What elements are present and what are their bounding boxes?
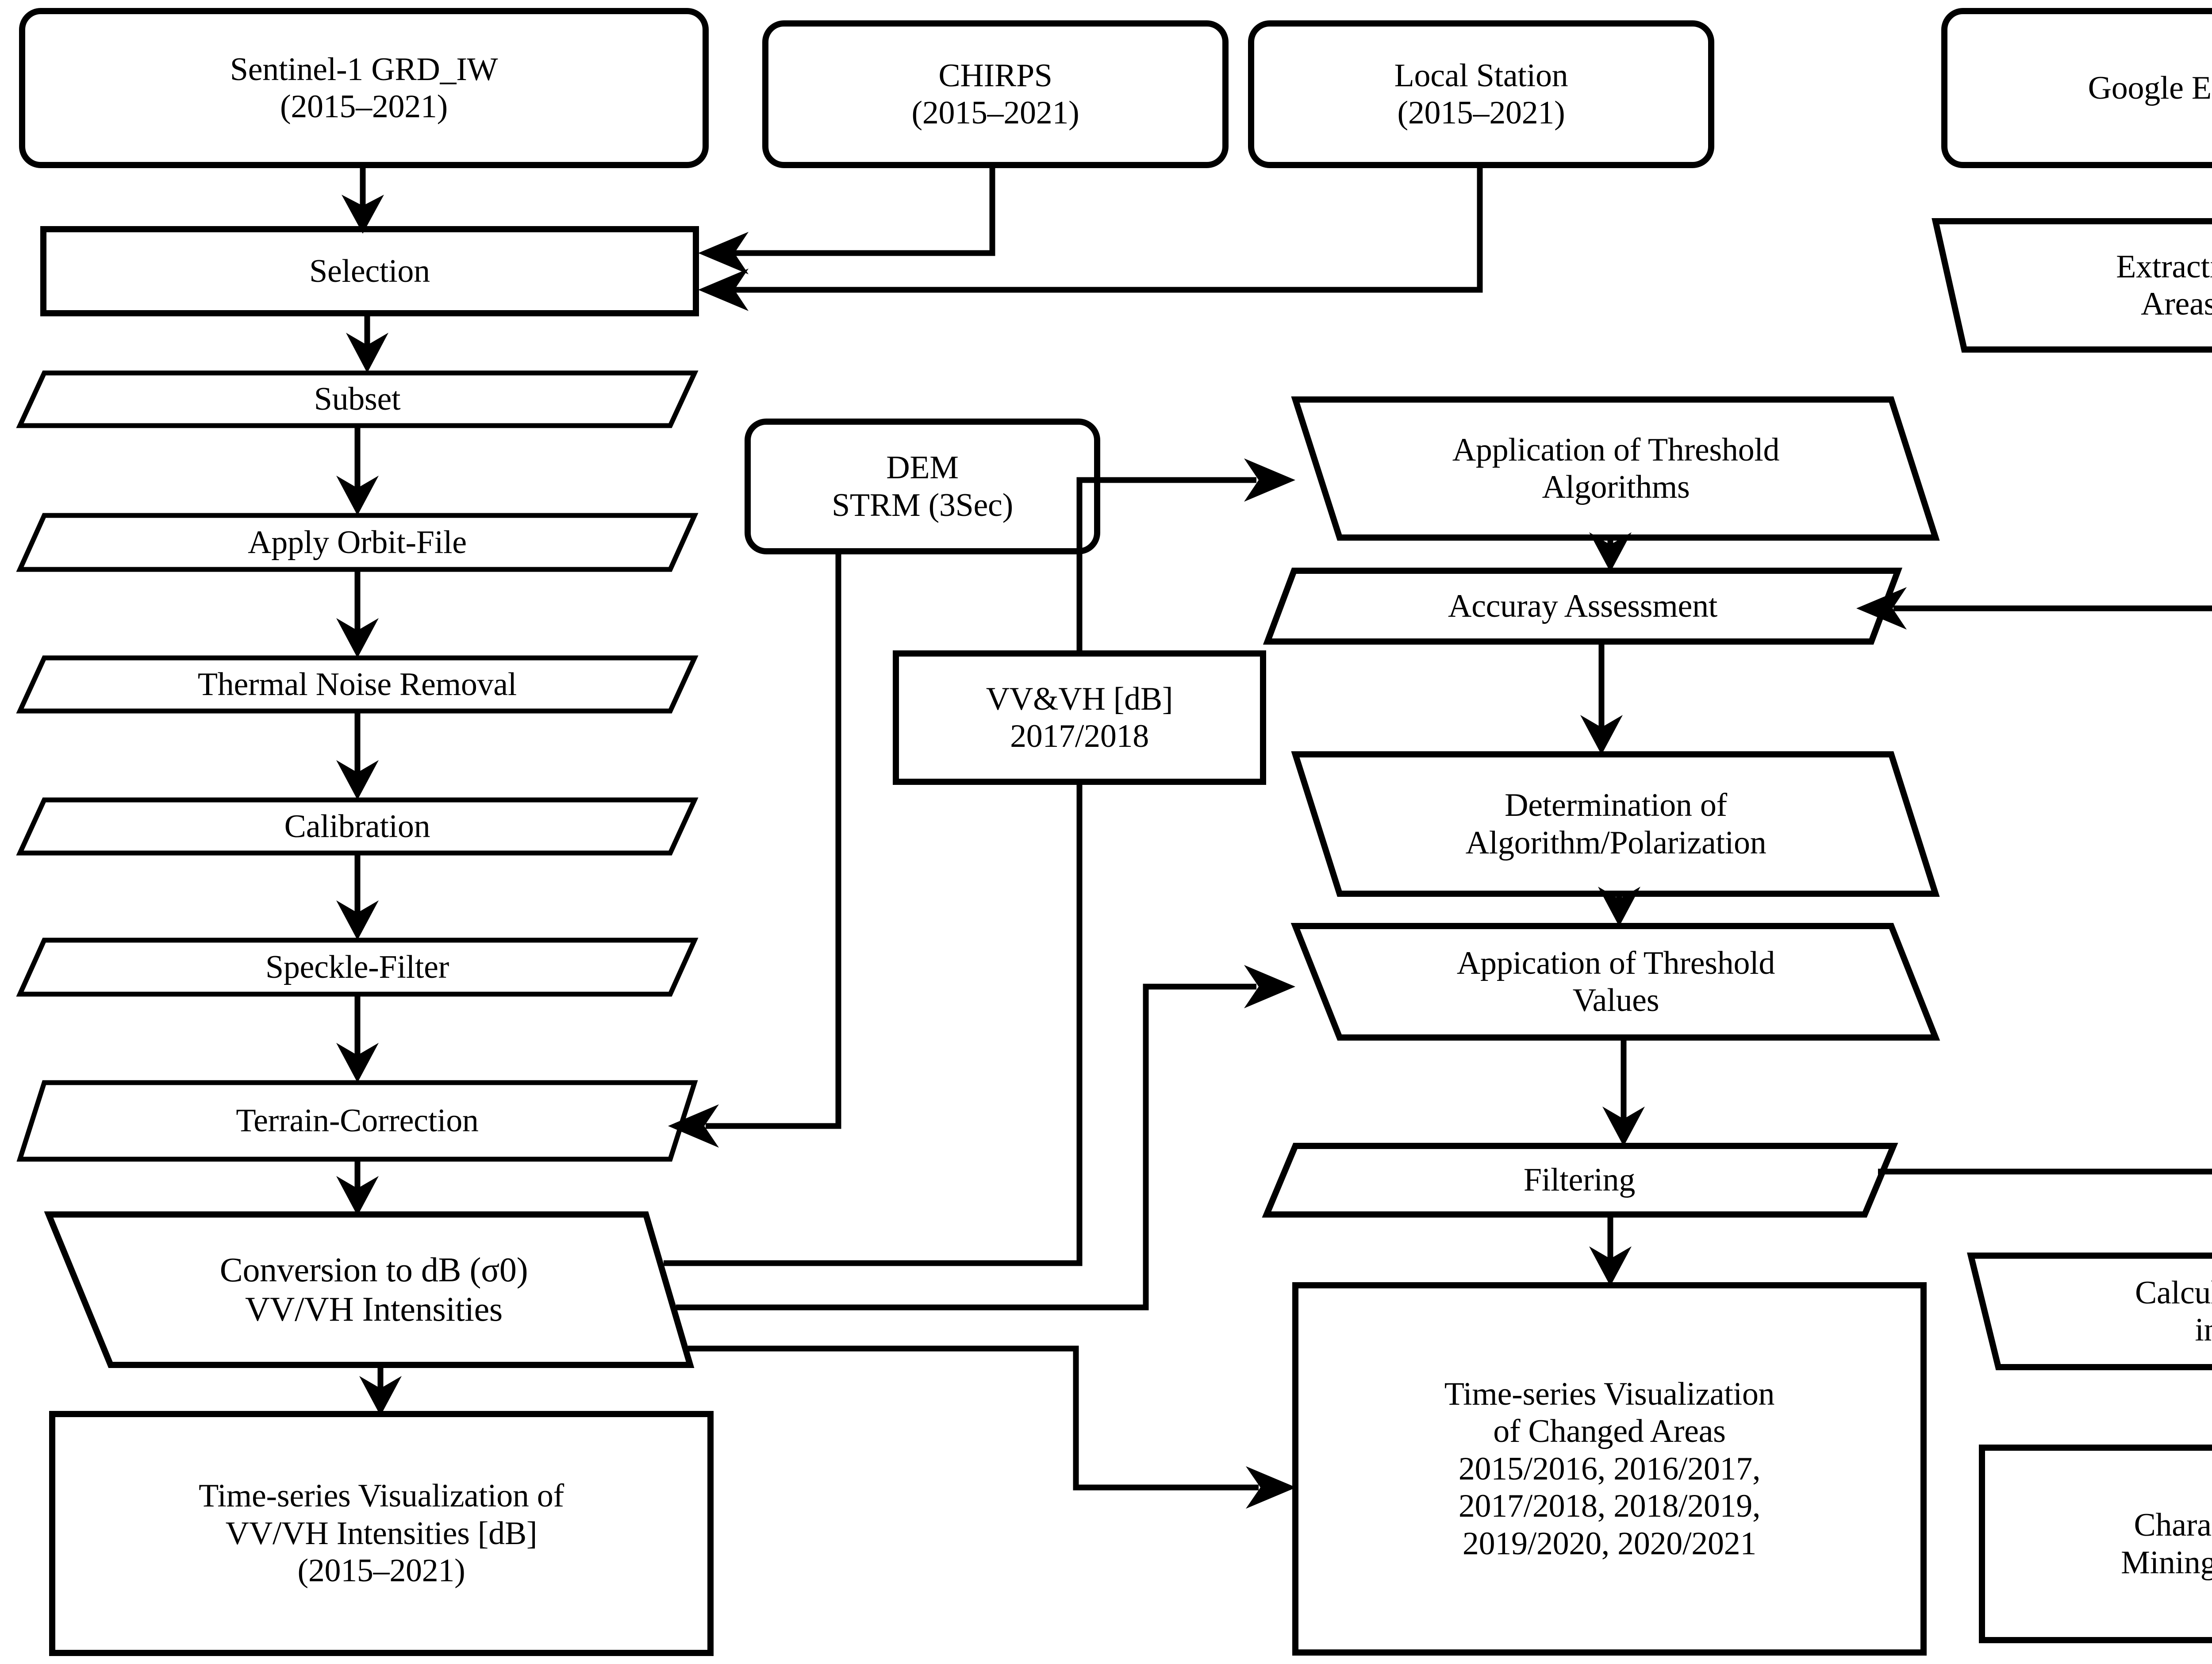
arrowhead-determination-to-appication [1598,887,1640,926]
arrowhead-application-algorithms-to-accuray [1589,532,1632,572]
arrowhead-selection-to-subset [346,333,388,373]
node-shape-chirps-source[interactable] [762,20,1229,168]
arrowhead-conversion-to-timeseries-vv [359,1376,402,1416]
arrowhead-accuray-to-determination [1580,715,1623,755]
node-shape-timeseries-vv-vh[interactable] [49,1411,714,1656]
arrowhead-calibration-to-speckle [336,900,379,940]
arrowhead-conversion-to-appication-values [1244,965,1295,1008]
arrowhead-extraction-to-accuray [1856,587,1907,630]
node-shape-filtering[interactable] [1262,1143,1898,1218]
node-shape-vv-vh-db-1718[interactable] [893,650,1266,785]
node-shape-thermal-noise-removal[interactable] [16,655,699,714]
arrowhead-subset-to-orbit [336,476,379,515]
arrowhead-vvvh-to-application-algorithms [1244,458,1295,502]
arrowhead-orbit-to-thermal [336,618,379,658]
arrowhead-terrain-to-conversion [336,1176,379,1216]
arrowhead-dem-to-terrain [668,1104,719,1148]
node-shape-application-threshold-algorithms[interactable] [1291,396,1940,541]
node-shape-conversion-to-db[interactable] [44,1211,695,1368]
edge-conversion-to-appication-values [676,984,1256,1310]
arrowhead-local-station-to-selection [698,269,749,311]
node-shape-extraction-changed-areas[interactable] [1932,218,2212,353]
node-shape-subset[interactable] [16,370,699,428]
arrowhead-filtering-to-timeseries-changed [1589,1246,1632,1286]
edge-conversion-to-timeseries-changed [688,1345,1259,1491]
arrowhead-chirps-to-selection [698,232,749,274]
edge-local-station-to-selection [734,165,1483,293]
arrowhead-thermal-to-calibration [336,760,379,800]
node-shape-dem-strm[interactable] [745,419,1100,554]
arrowhead-conversion-to-timeseries-changed [1246,1466,1296,1509]
node-shape-selection[interactable] [40,226,699,316]
node-shape-sentinel-source[interactable] [19,8,709,168]
node-shape-appication-threshold-values[interactable] [1290,923,1940,1041]
node-shape-local-station-source[interactable] [1248,20,1714,168]
node-shape-timeseries-changed-areas[interactable] [1292,1282,1927,1656]
arrowhead-appication-to-filtering [1602,1107,1645,1146]
edge-extraction-to-accuray [1893,605,2212,611]
node-shape-speckle-filter[interactable] [16,938,699,997]
edge-dem-to-terrain [706,551,841,1129]
node-shape-terrain-correction[interactable] [16,1080,698,1162]
edge-conversion-to-vvvh-box [664,782,1083,1266]
edge-chirps-to-selection [734,165,995,256]
edge-vvvh-to-application-algorithms [1076,477,1256,653]
node-shape-determination-algorithm[interactable] [1291,751,1940,897]
arrowhead-speckle-to-terrain [336,1043,379,1083]
arrowhead-sentinel-to-selection [342,195,384,234]
node-shape-characterization-mining[interactable] [1979,1445,2212,1643]
edge-filtering-to-calculation [1878,1168,2212,1175]
node-shape-calculation-changes[interactable] [1967,1253,2212,1370]
node-shape-calibration[interactable] [16,797,699,856]
node-shape-apply-orbit-file[interactable] [16,513,699,572]
node-shape-google-earth-source[interactable] [1941,8,2212,168]
node-shape-accuray-assessment[interactable] [1263,568,1903,645]
